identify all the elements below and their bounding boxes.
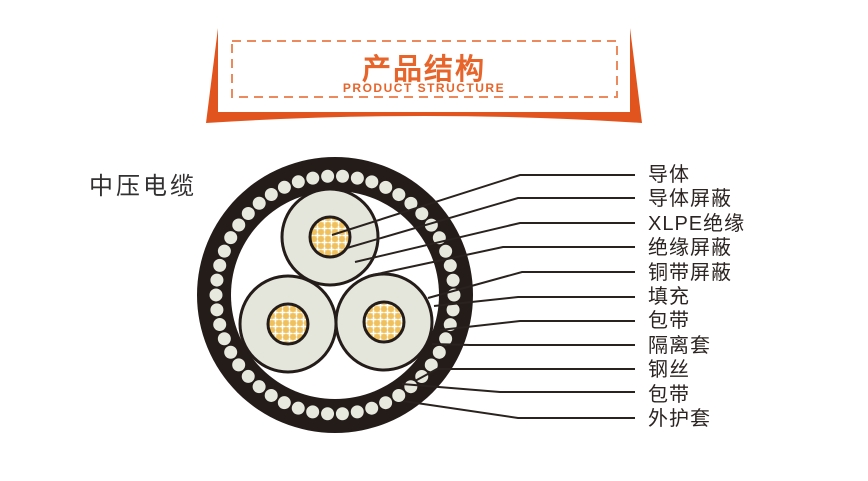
conductor-right bbox=[362, 300, 406, 344]
layer-label-copper-tape-shield: 铜带屏蔽 bbox=[648, 262, 732, 284]
layer-label-conductor-shield: 导体屏蔽 bbox=[648, 188, 732, 210]
layer-label-tape-outer: 包带 bbox=[648, 384, 690, 406]
cable-cross-section-diagram bbox=[197, 157, 473, 433]
conductor-left bbox=[266, 302, 310, 346]
banner-ribbon bbox=[206, 26, 642, 123]
layer-label-steel-wire: 钢丝 bbox=[648, 359, 690, 381]
layer-label-separation-sheath: 隔离套 bbox=[648, 335, 711, 357]
layer-label-tape-inner: 包带 bbox=[648, 310, 690, 332]
banner-dashed-border bbox=[231, 40, 618, 98]
product-name-label: 中压电缆 bbox=[89, 173, 197, 200]
banner-subtitle: PRODUCT STRUCTURE bbox=[342, 81, 506, 95]
layer-label-conductor: 导体 bbox=[648, 164, 690, 186]
conductor-top bbox=[308, 215, 352, 259]
layer-label-outer-sheath: 外护套 bbox=[648, 408, 711, 430]
banner-title: 产品结构 bbox=[361, 54, 486, 86]
layer-label-filler: 填充 bbox=[648, 286, 690, 308]
layer-label-xlpe-insulation: XLPE绝缘 bbox=[648, 213, 746, 235]
layer-label-insulation-shield: 绝缘屏蔽 bbox=[648, 237, 732, 259]
